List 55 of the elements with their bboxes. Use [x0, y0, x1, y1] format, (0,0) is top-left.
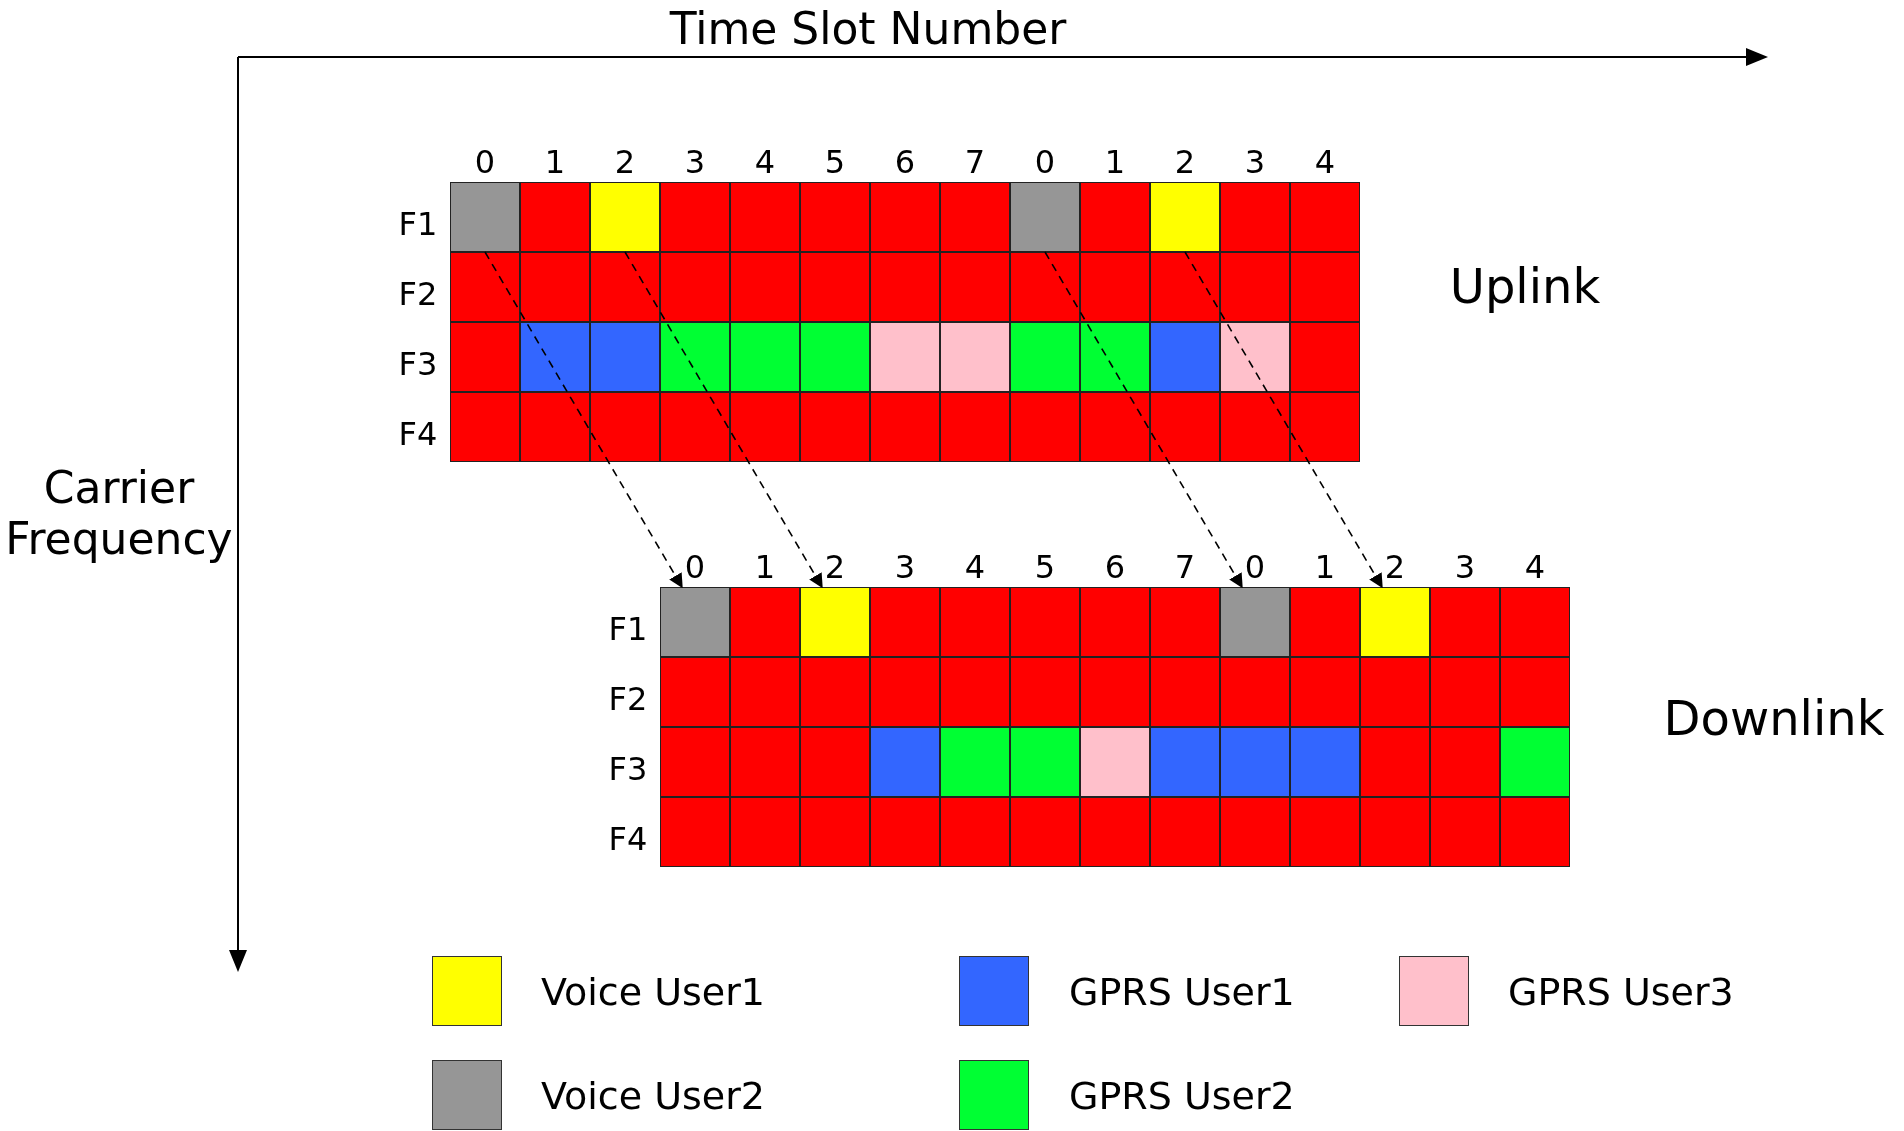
time-slot-number: 1 — [1314, 548, 1336, 586]
legend-label: GPRS User3 — [1508, 970, 1734, 1014]
carrier-label: F3 — [608, 750, 648, 788]
time-slot-number: 6 — [1104, 548, 1126, 586]
time-slot-cell — [1360, 587, 1430, 657]
legend-label: Voice User2 — [541, 1074, 765, 1118]
time-slot-number: 5 — [1034, 548, 1056, 586]
dashed-arrow — [484, 251, 683, 589]
carrier-label: F4 — [398, 415, 438, 453]
time-slot-number: 3 — [1244, 143, 1266, 181]
time-slot-cell — [1010, 182, 1080, 252]
time-slot-number: 1 — [544, 143, 566, 181]
dashed-arrow — [1184, 251, 1383, 589]
axis-title: Carrier Frequency — [4, 463, 234, 565]
time-slot-cell — [590, 182, 660, 252]
legend-label: Voice User1 — [541, 970, 765, 1014]
time-slot-number: 0 — [1244, 548, 1266, 586]
time-slot-number: 5 — [824, 143, 846, 181]
carrier-label: F4 — [608, 820, 648, 858]
time-slot-number: 4 — [754, 143, 776, 181]
time-slot-cell — [1150, 182, 1220, 252]
time-slot-cell — [800, 587, 870, 657]
dashed-arrow — [624, 251, 823, 589]
carrier-label: F3 — [398, 345, 438, 383]
time-slot-number: 2 — [614, 143, 636, 181]
time-slot-number: 3 — [1454, 548, 1476, 586]
carrier-label: F2 — [398, 275, 438, 313]
time-slot-cell — [660, 587, 730, 657]
time-slot-cell — [1220, 587, 1290, 657]
axis-title: Time Slot Number — [669, 3, 1067, 55]
time-slot-number: 3 — [894, 548, 916, 586]
legend-label: GPRS User2 — [1069, 1074, 1295, 1118]
grid-title: Uplink — [1449, 259, 1601, 315]
time-slot-number: 1 — [754, 548, 776, 586]
time-slot-cell — [450, 182, 520, 252]
time-slot-number: 7 — [1174, 548, 1196, 586]
time-slot-number: 2 — [824, 548, 846, 586]
time-slot-number: 4 — [1524, 548, 1546, 586]
dashed-arrow — [1044, 251, 1243, 589]
time-slot-number: 0 — [1034, 143, 1056, 181]
carrier-label: F1 — [608, 610, 648, 648]
time-slot-number: 0 — [684, 548, 706, 586]
carrier-label: F2 — [608, 680, 648, 718]
grid-title: Downlink — [1663, 691, 1885, 747]
carrier-label: F1 — [398, 205, 438, 243]
time-slot-number: 4 — [1314, 143, 1336, 181]
time-slot-number: 4 — [964, 548, 986, 586]
legend-label: GPRS User1 — [1069, 970, 1295, 1014]
time-slot-number: 1 — [1104, 143, 1126, 181]
time-slot-number: 2 — [1174, 143, 1196, 181]
time-slot-number: 7 — [964, 143, 986, 181]
time-slot-number: 6 — [894, 143, 916, 181]
time-slot-number: 2 — [1384, 548, 1406, 586]
time-slot-number: 0 — [474, 143, 496, 181]
time-slot-number: 3 — [684, 143, 706, 181]
